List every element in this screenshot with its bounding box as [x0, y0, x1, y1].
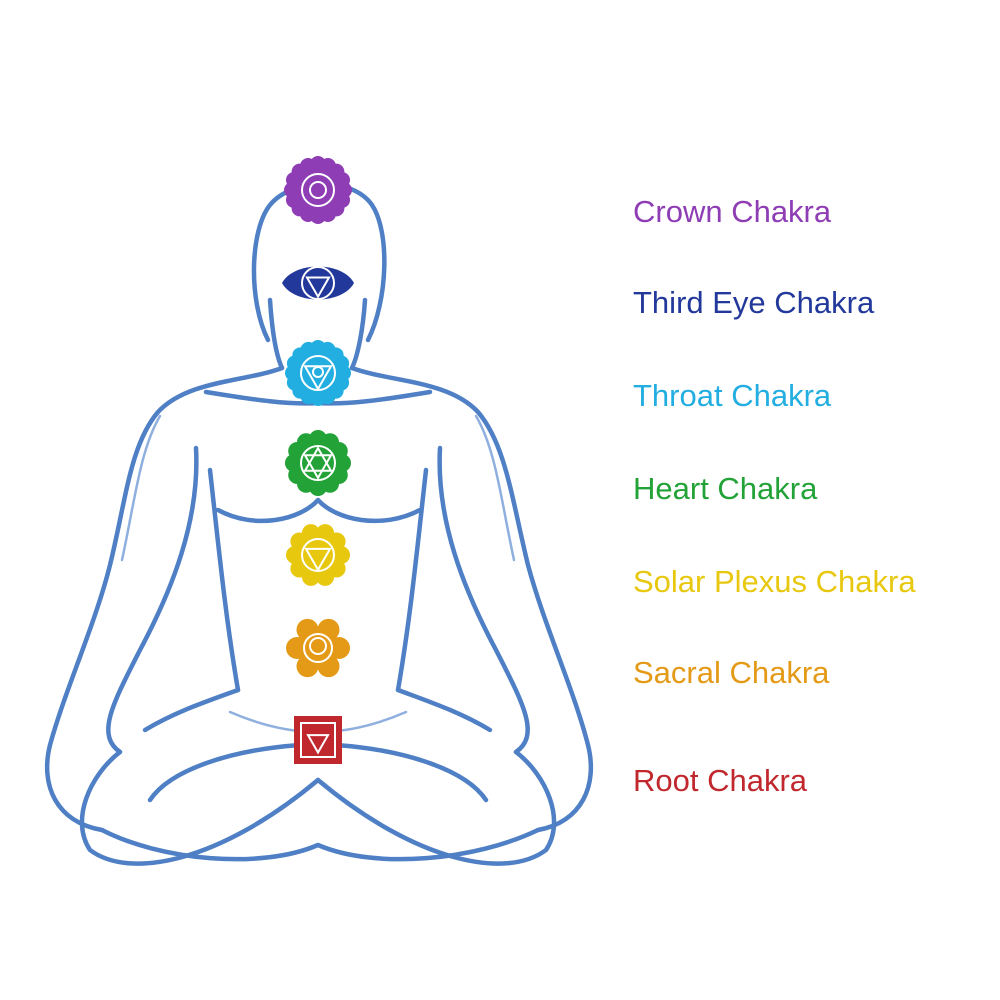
chakra-label-solar-plexus: Solar Plexus Chakra	[633, 564, 916, 599]
chakra-icons	[282, 156, 354, 764]
six-petal-crescent-icon	[286, 618, 350, 678]
chakra-label-third-eye: Third Eye Chakra	[633, 285, 875, 320]
twelve-petal-hexagram-icon	[285, 430, 351, 496]
chakra-label-throat: Throat Chakra	[633, 378, 832, 413]
two-petal-lotus-icon	[282, 266, 354, 300]
ten-petal-triangle-icon	[286, 524, 350, 586]
thousand-petal-lotus-icon	[284, 156, 352, 224]
square-triangle-icon	[294, 716, 342, 764]
sixteen-petal-lotus-icon	[285, 340, 351, 406]
chakra-label-crown: Crown Chakra	[633, 194, 832, 229]
chakra-label-heart: Heart Chakra	[633, 471, 818, 506]
chakra-label-sacral: Sacral Chakra	[633, 655, 830, 690]
body-outline	[44, 181, 594, 866]
chakra-label-root: Root Chakra	[633, 763, 808, 798]
